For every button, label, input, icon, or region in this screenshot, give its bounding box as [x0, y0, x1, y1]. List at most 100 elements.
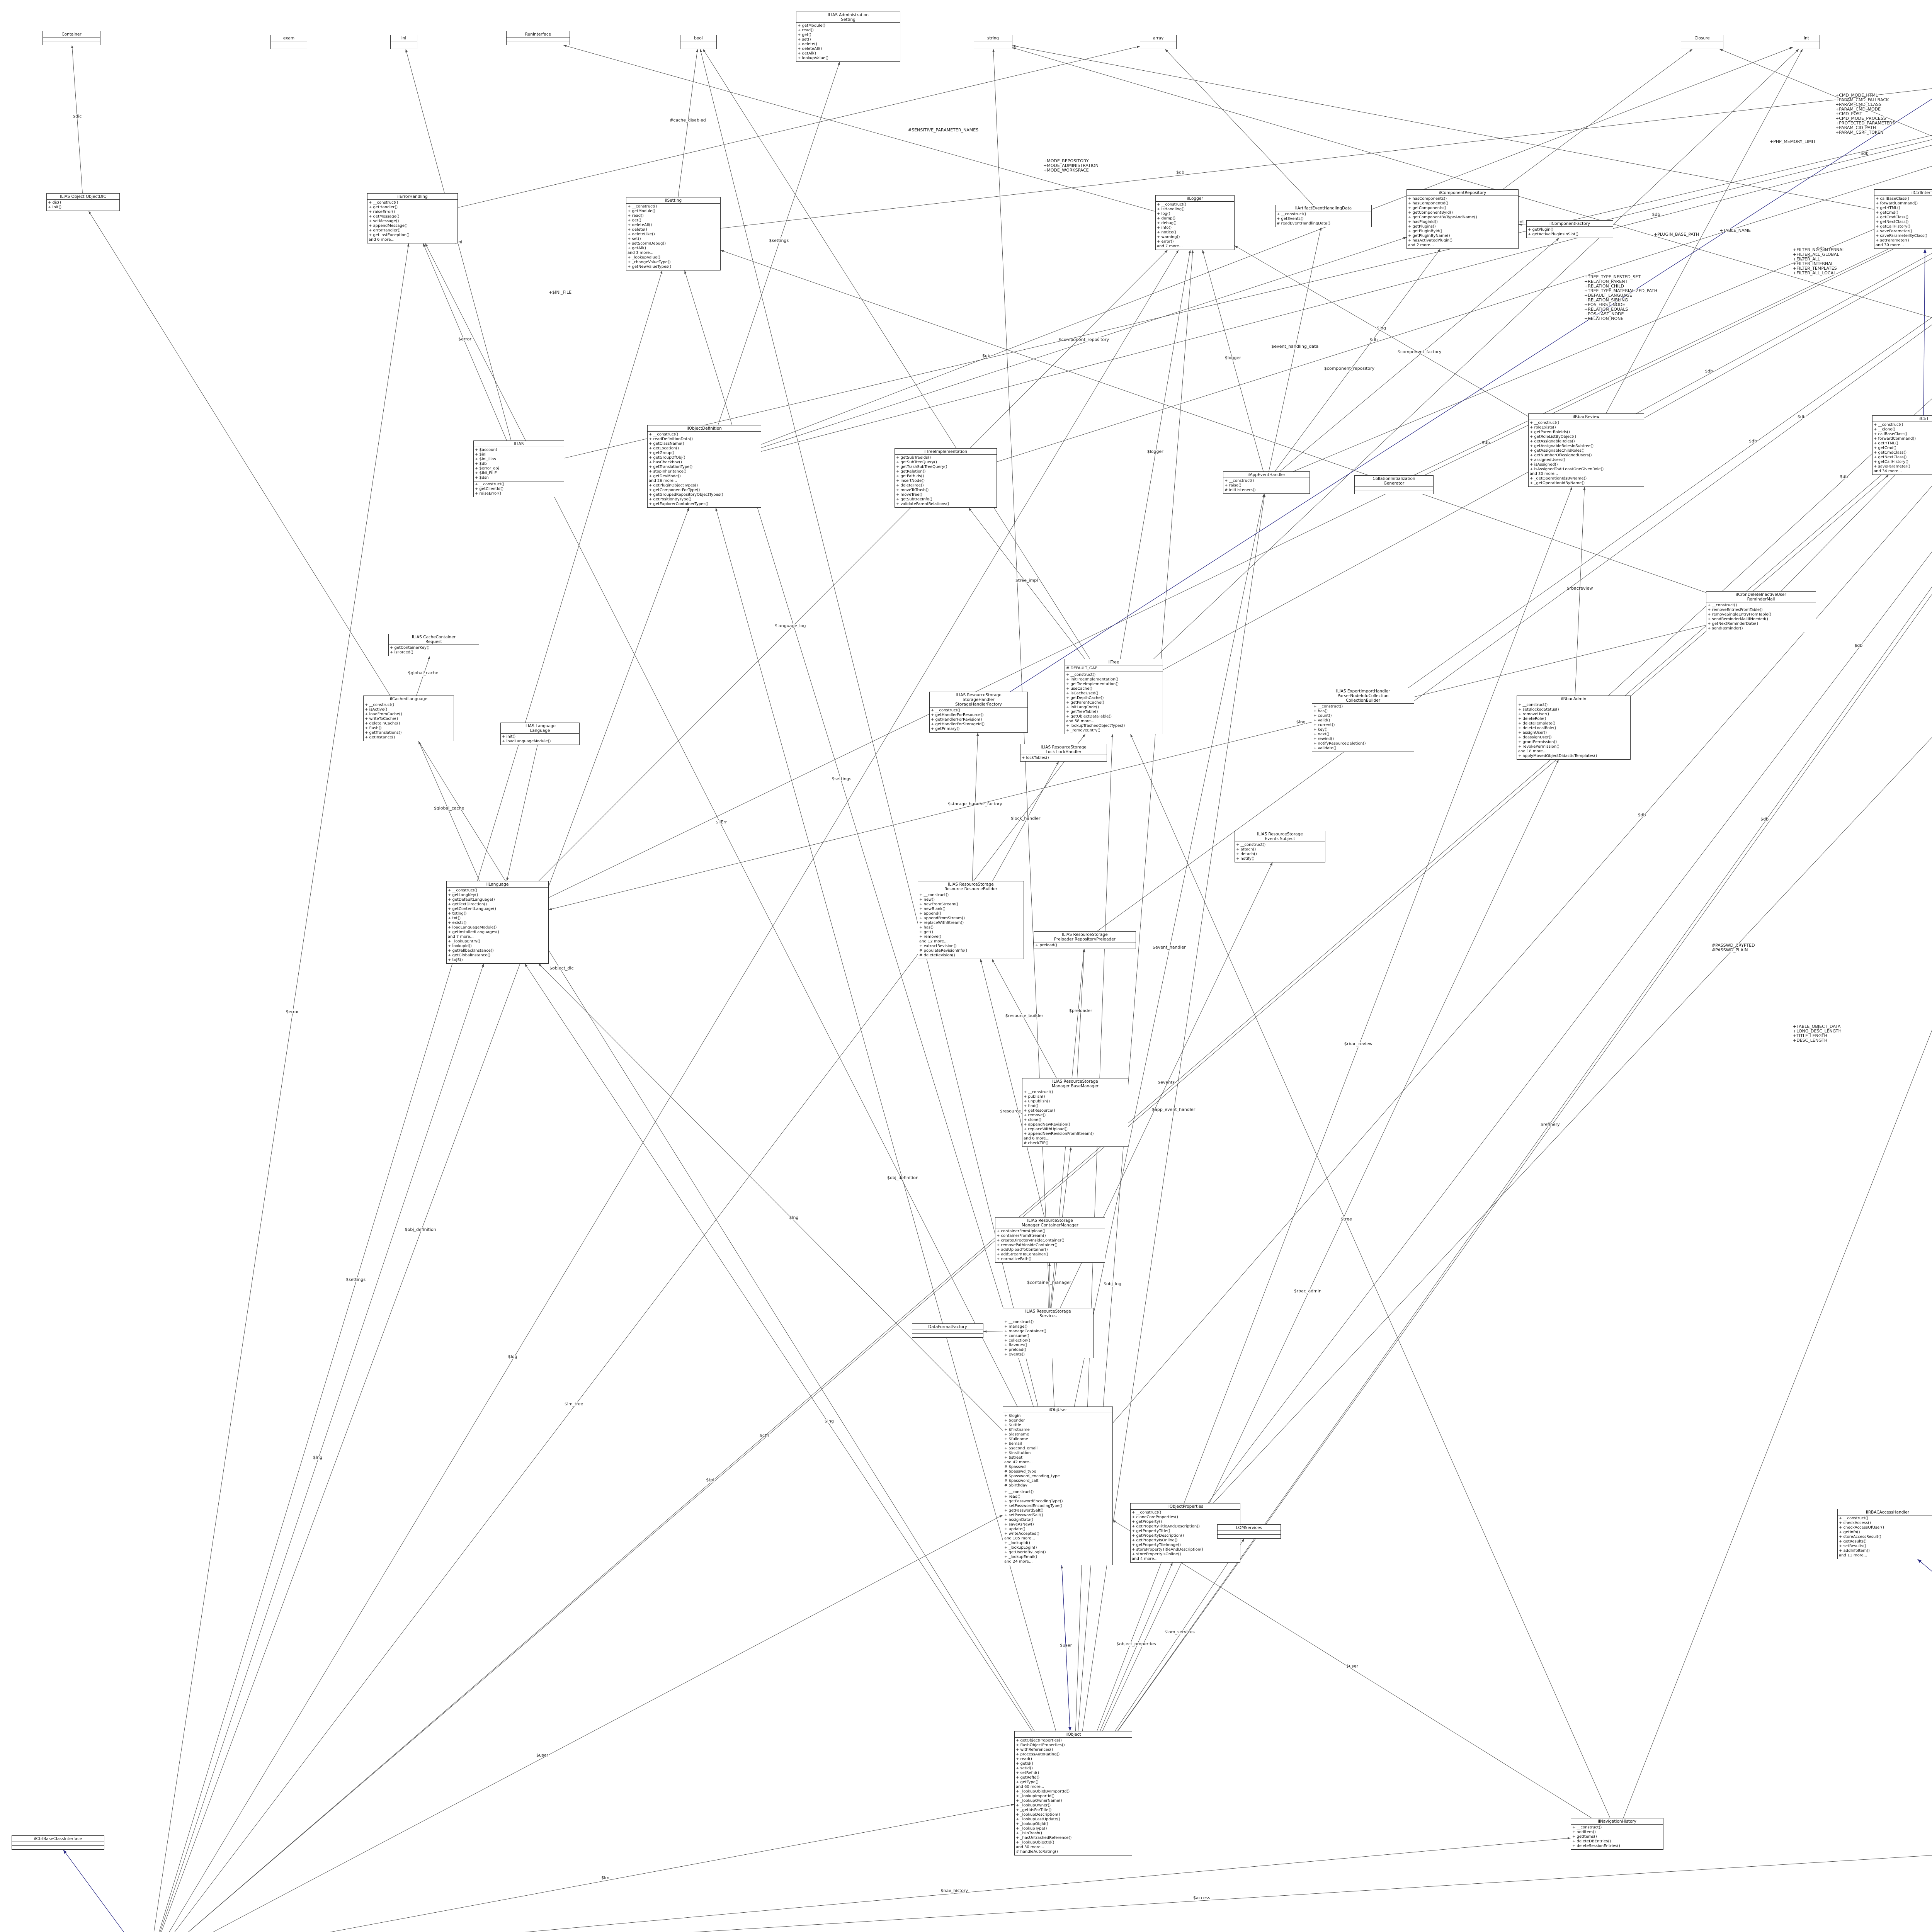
- class-member: + deleteRole(): [1518, 717, 1546, 721]
- class-methods: + hasComponents()+ hasComponentId()+ get…: [1407, 196, 1518, 248]
- class-node-ilerror: ilErrorHandling+ __construct()+ getHandl…: [367, 193, 458, 243]
- class-member: + getProperty(): [1132, 1520, 1162, 1524]
- class-member: + getAll(): [798, 51, 816, 56]
- edge-label: $events: [1158, 1080, 1175, 1085]
- class-member: + rewind(): [1313, 737, 1334, 741]
- class-member: + lookupValue(): [798, 56, 829, 60]
- uml-edge-globaltpl-string: [1012, 47, 1932, 318]
- class-member: + getTrashSubTreeQuery(): [896, 465, 947, 469]
- class-member: + getHandler(): [369, 205, 398, 209]
- class-title: ILIAS: [514, 442, 524, 446]
- class-member: + getModule(): [628, 209, 656, 213]
- class-node-string: string: [974, 35, 1012, 49]
- floating-constants-label: +TABLE_NAME: [1719, 228, 1751, 233]
- class-member: + appendFromStream(): [919, 916, 965, 920]
- class-member: + extractRevision(): [919, 944, 957, 948]
- edge-label: $db: [1176, 170, 1184, 175]
- class-member: + getAssignableRolesInSubtree(): [1530, 444, 1594, 448]
- class-member: + __construct(): [1066, 673, 1096, 677]
- class-methods: + __construct()+ getClientId()+ raiseErr…: [474, 481, 564, 497]
- uml-edge-eventdata-array: [1165, 49, 1313, 205]
- class-member: + getGroup(): [649, 451, 675, 455]
- class-member: + deleteTree(): [896, 483, 924, 488]
- class-member: + setMessage(): [369, 219, 399, 223]
- edge-label: $db: [1798, 414, 1806, 419]
- class-member: + getExplorerContainerTypes(): [649, 502, 709, 506]
- edge-label: $user: [1346, 1664, 1358, 1669]
- class-member: + key(): [1313, 728, 1328, 732]
- class-member: + deleteLocalRole(): [1518, 726, 1556, 730]
- uml-edge-rs_manager-rs_preloader: [1077, 949, 1085, 1078]
- class-methods: [12, 1845, 104, 1849]
- class-member: + getPropertyIsOnline(): [1132, 1538, 1178, 1543]
- class-methods: [1793, 45, 1820, 49]
- edge-label: $resource_builder: [1005, 1013, 1044, 1018]
- class-member: + replaceWithUpload(): [1024, 1127, 1068, 1131]
- class-member: + __construct(): [649, 432, 679, 437]
- class-member: + deleteAll(): [628, 223, 652, 227]
- uml-edge-cachedlang-cachecontainer: [416, 656, 430, 696]
- class-member: + getPropertyTitleAndDescription(): [1132, 1524, 1200, 1529]
- class-node-ilias: ILIAS+ $account+ $ini+ $ini_ilias+ $db+ …: [473, 440, 564, 497]
- class-member: + info(): [1157, 226, 1172, 230]
- class-methods: [974, 45, 1012, 49]
- class-member: + stopInheritance(): [649, 469, 687, 474]
- class-member: + getAssignableChildRoles(): [1530, 449, 1585, 453]
- class-member: + getHandlerForRevision(): [931, 718, 982, 722]
- edge-label: $lng: [789, 1215, 798, 1220]
- edge-label: $ilErr: [716, 820, 727, 825]
- uml-edge-illang-cachedlang: [418, 741, 480, 881]
- class-methods: + __construct()+ isActive()+ loadFromCac…: [364, 702, 454, 741]
- uml-edge-cronreminder-ildb: [1781, 437, 1932, 592]
- class-member: + get(): [919, 930, 933, 934]
- edge-label: $component_factory: [1398, 349, 1442, 354]
- class-member: + cloneCoreProperties(): [1132, 1515, 1178, 1519]
- edge-label: $tpl: [706, 1478, 714, 1483]
- class-member: and 4 more...: [1132, 1557, 1158, 1561]
- class-member: + __construct(): [1874, 423, 1903, 427]
- class-title: ilObjUser: [1048, 1408, 1067, 1412]
- class-member: + delete(): [628, 228, 647, 232]
- class-member: + addUploadToContainer(): [997, 1248, 1048, 1252]
- class-methods: [391, 45, 417, 49]
- class-member: and 30 more...: [1016, 1845, 1044, 1849]
- class-member: + _getOperationIdByName(): [1530, 481, 1585, 485]
- class-member: + getRefId(): [1016, 1776, 1040, 1780]
- class-member: + getCmd(): [1874, 446, 1896, 450]
- class-member: + flavours(): [1004, 1343, 1027, 1347]
- uml-edge-ilerror-array: [457, 46, 1140, 208]
- class-member: + storeAccessResult(): [1839, 1535, 1881, 1539]
- class-member: + getHTML(): [1876, 206, 1900, 210]
- class-member: + moveTree(): [896, 493, 923, 497]
- class-member: + clone(): [1024, 1118, 1042, 1122]
- class-methods: + init()+ loadLanguageModule(): [501, 733, 579, 745]
- class-member: + assignData(): [1004, 1518, 1034, 1522]
- class-member: + newBlank(): [919, 907, 946, 911]
- edge-label: $dic: [73, 114, 82, 119]
- uml-edge-appevent-comprepo: [1274, 248, 1441, 472]
- uml-edge-appevent-illogger: [1202, 250, 1264, 472]
- class-member: + getDepthCache(): [1066, 696, 1104, 700]
- class-member: + getPlugin(): [1528, 228, 1554, 232]
- class-methods: + getContainerKey()+ isForced(): [389, 645, 479, 656]
- class-member: + notifyResourceDeletion(): [1313, 742, 1366, 746]
- class-member: + __construct(): [1004, 1320, 1034, 1324]
- class-member: and 18 more...: [1518, 749, 1547, 753]
- class-member: + sendReminder(): [1708, 626, 1743, 631]
- class-member: + getHTML(): [1874, 441, 1898, 446]
- class-member: + getTreeTable(): [1066, 710, 1098, 714]
- uml-edge-subject-ilobjuser: [213, 1515, 1003, 1932]
- class-member: + storePropertyIsOnline(): [1132, 1552, 1181, 1556]
- class-member: + lookupTrashedObjectTypes(): [1066, 724, 1125, 728]
- class-member: + attach(): [1236, 847, 1256, 852]
- uml-edge-subject-navhistory: [524, 1837, 1571, 1932]
- class-methods: + __construct()+ publish()+ unpublish()+…: [1022, 1089, 1128, 1146]
- class-attrs: [1681, 41, 1723, 45]
- class-title: ilComponentFactory: [1549, 221, 1590, 226]
- class-member: + sendReminderMailIfNeeded(): [1708, 617, 1768, 621]
- class-member: + moveToTrash(): [896, 488, 929, 492]
- class-member: + $second_email: [1004, 1446, 1038, 1451]
- edge-label: $object_properties: [1116, 1641, 1156, 1646]
